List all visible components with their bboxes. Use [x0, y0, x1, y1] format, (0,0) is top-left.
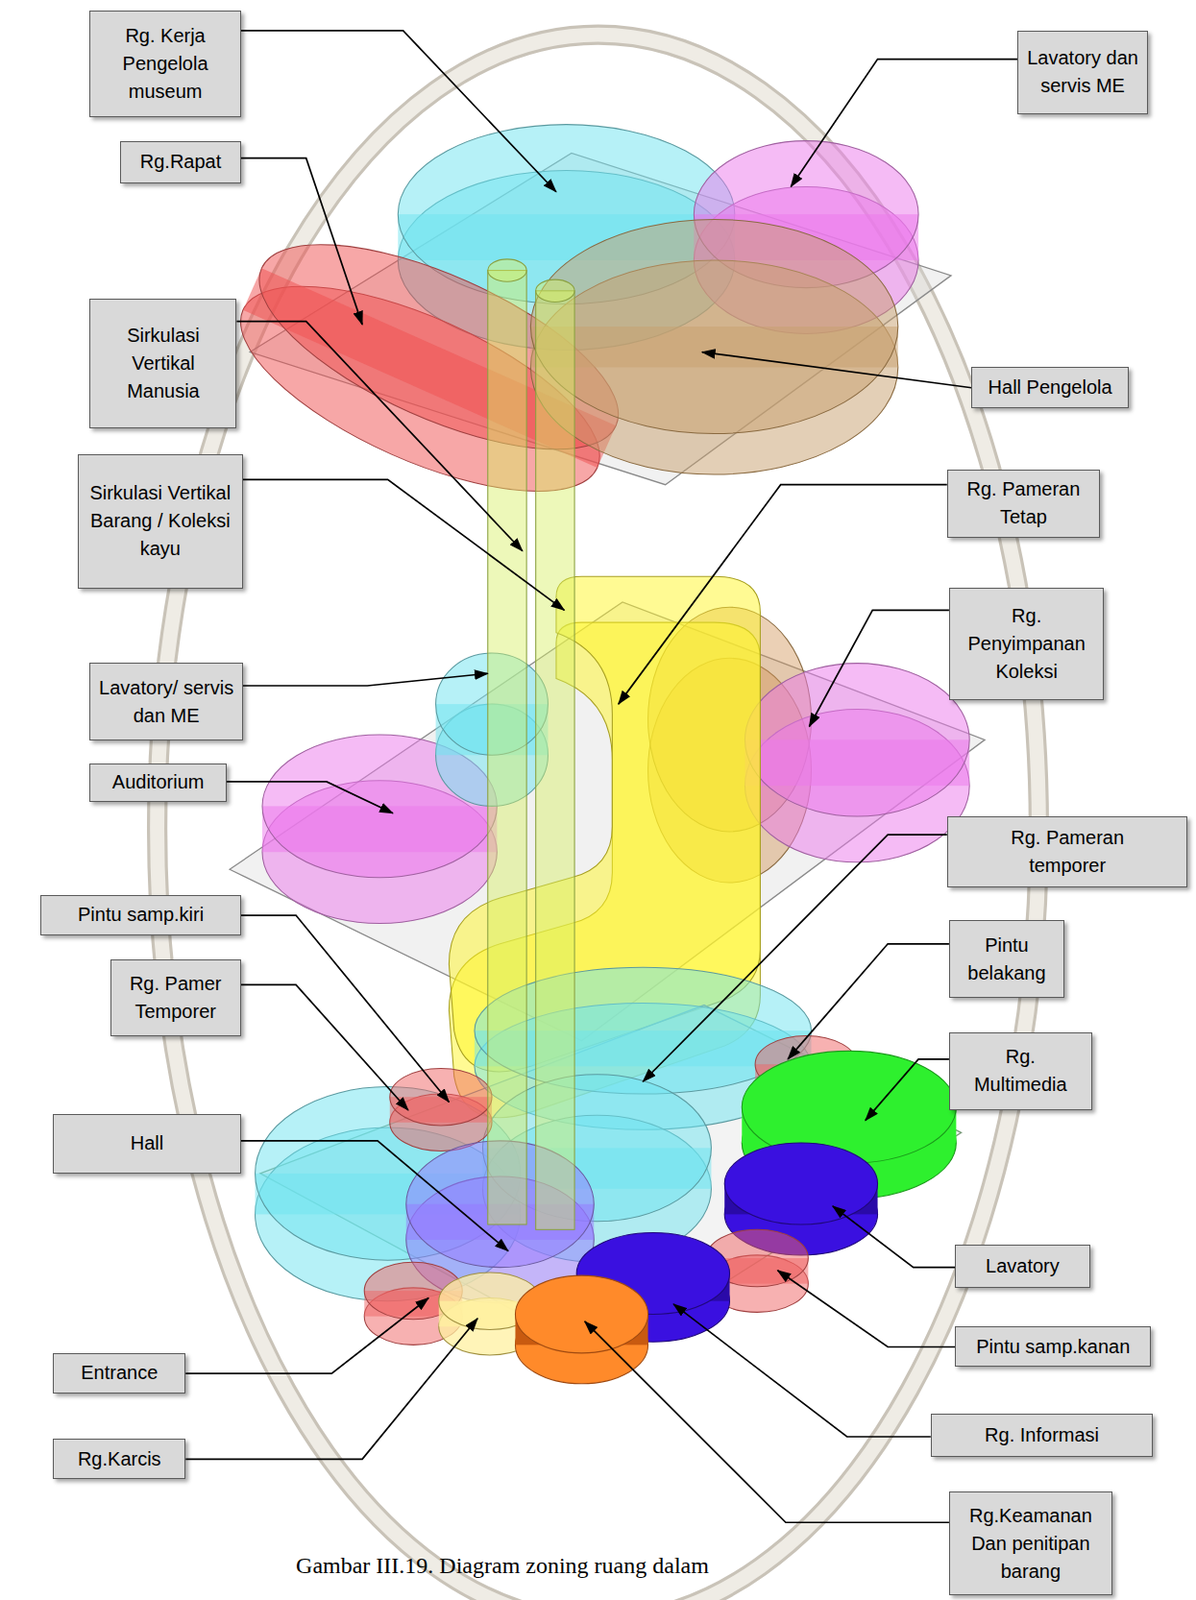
- zone-label-box: Rg. Pamer Temporer: [110, 959, 242, 1038]
- zone-label: Sirkulasi Vertikal Manusia: [96, 321, 230, 406]
- zone-label-box: Rg. Informasi: [930, 1414, 1154, 1458]
- zone-label-box: Rg.Karcis: [52, 1439, 186, 1480]
- zone-label: Rg. Multimedia: [967, 1043, 1074, 1099]
- zone-label-box: Rg. Penyimpanan Koleksi: [949, 587, 1104, 701]
- zone-label-box: Lavatory dan servis ME: [1017, 30, 1148, 115]
- zone-label: Lavatory/ servis dan ME: [96, 674, 236, 731]
- zone-label: Rg. Pameran Tetap: [953, 475, 1094, 532]
- zone-label-box: Lavatory: [954, 1244, 1090, 1289]
- zone-label-box: Sirkulasi Vertikal Barang / Koleksi kayu: [77, 454, 244, 589]
- zone-label: Lavatory dan servis ME: [1024, 44, 1142, 100]
- zone-label-box: Rg.Keamanan Dan penitipan barang: [949, 1491, 1113, 1596]
- zone-label-box: Lavatory/ servis dan ME: [89, 662, 243, 741]
- zone-label-box: Hall Pengelola: [971, 366, 1129, 408]
- zone-label: Rg. Pameran temporer: [1000, 824, 1135, 880]
- zone-label-box: Rg. Pameran temporer: [947, 816, 1189, 888]
- zone-label-box: Pintu samp.kiri: [40, 895, 241, 936]
- zone-label: Rg.Rapat: [140, 147, 222, 176]
- zone-label: Pintu belakang: [955, 931, 1058, 988]
- zone-label: Pintu samp.kanan: [976, 1333, 1130, 1362]
- zone-label: Rg. Kerja Pengelola museum: [96, 22, 234, 106]
- figure-caption: Gambar III.19. Diagram zoning ruang dala…: [295, 1553, 709, 1580]
- zone-label-box: Rg. Kerja Pengelola museum: [89, 10, 241, 119]
- zone-label: Hall Pengelola: [988, 373, 1113, 402]
- zone-label-box: Auditorium: [89, 763, 226, 803]
- zone-label: Sirkulasi Vertikal Barang / Koleksi kayu: [84, 479, 237, 563]
- zone-label-box: Entrance: [52, 1353, 186, 1394]
- zone-label-box: Hall: [52, 1114, 241, 1174]
- zone-label: Rg. Pamer Temporer: [117, 970, 235, 1026]
- zone-label: Rg. Informasi: [984, 1421, 1099, 1450]
- zone-label: Entrance: [80, 1359, 158, 1388]
- zone-label: Hall: [130, 1129, 164, 1158]
- zone-label-box: Sirkulasi Vertikal Manusia: [89, 298, 237, 429]
- zone-label: Auditorium: [112, 768, 205, 797]
- zone-label: Rg.Keamanan Dan penitipan barang: [955, 1502, 1106, 1587]
- zone-label: Lavatory: [985, 1252, 1060, 1281]
- zone-label: Pintu samp.kiri: [77, 901, 204, 929]
- zone-label-box: Pintu belakang: [949, 920, 1065, 999]
- zone-label-box: Pintu samp.kanan: [954, 1326, 1151, 1367]
- zone-label-box: Rg.Rapat: [120, 141, 241, 185]
- zone-label: Rg.Karcis: [77, 1445, 162, 1474]
- zone-label-box: Rg. Pameran Tetap: [947, 469, 1100, 538]
- zone-label-box: Rg. Multimedia: [949, 1032, 1093, 1111]
- zone-label: Rg. Penyimpanan Koleksi: [955, 602, 1098, 686]
